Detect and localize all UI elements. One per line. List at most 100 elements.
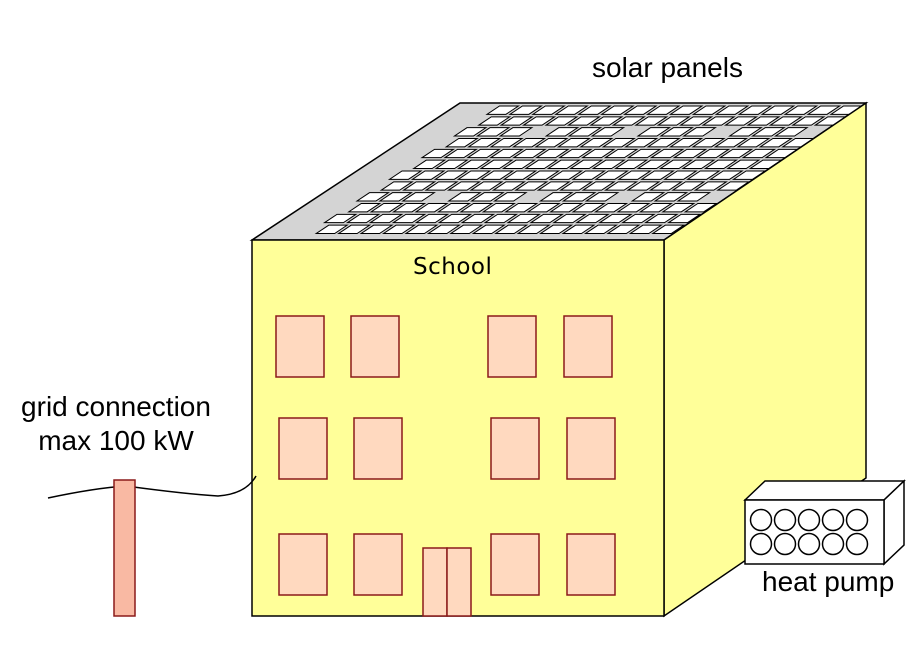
solar-panel-icon [494, 224, 529, 234]
solar-panel-icon [726, 159, 761, 169]
solar-panel-icon [583, 224, 619, 234]
solar-panel-icon [701, 116, 736, 126]
solar-panel-icon [345, 213, 381, 224]
solar-panel-icon [512, 148, 547, 159]
solar-panel-icon [369, 203, 404, 213]
solar-panel-icon [643, 213, 679, 224]
solar-panel-icon [718, 148, 754, 159]
grid-connection-label: grid connection max 100 kW [0, 390, 232, 458]
solar-panel-icon [538, 192, 574, 202]
solar-panel-icon [489, 148, 524, 159]
solar-panel-icon [410, 170, 446, 180]
solar-panel-icon [544, 127, 580, 137]
solar-panel-icon [546, 159, 581, 169]
window-icon [278, 417, 328, 480]
solar-panel-icon [695, 148, 731, 159]
solar-panel-icon [630, 192, 666, 202]
solar-panel-icon [535, 148, 570, 159]
solar-panel-icon [481, 203, 516, 213]
solar-panel-icon [601, 138, 636, 148]
solar-panel-icon [529, 213, 565, 224]
solar-panel-icon [387, 170, 423, 180]
solar-panel-icon [566, 116, 602, 126]
solar-panel-icon [614, 159, 649, 169]
solar-panel-icon [314, 224, 349, 234]
solar-panel-icon [593, 203, 629, 213]
window-icon [353, 417, 403, 480]
solar-panel-icon [526, 203, 561, 213]
solar-panel-icon [534, 138, 569, 148]
solar-panel-icon [544, 116, 579, 126]
solar-panel-icon [584, 192, 620, 202]
solar-panel-icon [501, 159, 537, 169]
window-row-middle [278, 417, 616, 480]
solar-panel-icon [645, 105, 681, 115]
solar-panel-icon [444, 138, 479, 148]
window-icon [566, 417, 616, 480]
solar-panel-icon [506, 213, 542, 224]
solar-panel-icon [437, 213, 473, 224]
solar-panel-icon [624, 138, 659, 148]
solar-panel-icon [693, 181, 728, 191]
solar-panel-icon [426, 224, 462, 234]
solar-panel-icon [577, 105, 612, 115]
solar-panel-icon [659, 127, 695, 137]
solar-panel-icon [492, 192, 528, 202]
solar-panel-icon [559, 181, 594, 191]
solar-panel-icon [571, 203, 606, 213]
window-icon [350, 315, 400, 378]
solar-panel-icon [791, 116, 826, 126]
utility-pole-icon [113, 479, 136, 617]
solar-panel-icon [459, 203, 494, 213]
solar-panel-icon [626, 181, 661, 191]
window-icon [566, 533, 616, 596]
window-icon [490, 417, 540, 480]
solar-panel-icon [783, 105, 819, 115]
solar-panel-icon [412, 159, 447, 169]
solar-panel-icon [636, 127, 672, 137]
solar-panel-icon [622, 105, 658, 115]
solar-panel-icon [391, 203, 427, 213]
solar-panel-icon [746, 116, 781, 126]
solar-panel-icon [447, 192, 482, 202]
solar-panel-icon [538, 224, 574, 234]
solar-panel-icon [569, 159, 604, 169]
solar-panel-icon [668, 138, 704, 148]
school-label: School [413, 254, 493, 280]
solar-panel-icon [736, 138, 771, 148]
solar-panel-icon [561, 192, 597, 202]
solar-panel-icon [656, 116, 691, 126]
solar-panel-icon [714, 105, 750, 115]
solar-panel-icon [683, 203, 718, 213]
solar-panel-icon [668, 105, 704, 115]
solar-panel-icon [741, 148, 777, 159]
solar-panel-icon [773, 127, 809, 137]
fan-icon [797, 532, 821, 556]
heat-pump-label: heat pump [762, 566, 895, 597]
solar-panel-icon [646, 138, 681, 148]
solar-panel-icon [663, 170, 698, 180]
solar-panel-icon [760, 105, 796, 115]
solar-panel-icon [401, 192, 436, 202]
solar-panel-icon [549, 203, 584, 213]
solar-panel-icon [603, 148, 639, 159]
solar-panel-icon [581, 181, 616, 191]
solar-panel-icon [691, 138, 726, 148]
window-icon [563, 315, 613, 378]
solar-panel-icon [681, 159, 716, 169]
solar-panel-icon [420, 148, 456, 159]
fan-icon [845, 508, 869, 532]
solar-panel-icon [590, 127, 626, 137]
solar-panel-icon [499, 116, 534, 126]
solar-panel-icon [758, 138, 793, 148]
solar-panel-icon [531, 105, 566, 115]
solar-panel-icon [671, 181, 706, 191]
solar-panel-icon [708, 170, 744, 180]
solar-panel-icon [626, 148, 662, 159]
solar-panel-icon [552, 213, 587, 224]
solar-panel-icon [616, 203, 651, 213]
solar-panel-icon [483, 213, 519, 224]
solar-panel-array [314, 105, 865, 234]
solar-panel-icon [477, 116, 512, 126]
solar-panel-icon [379, 181, 414, 191]
